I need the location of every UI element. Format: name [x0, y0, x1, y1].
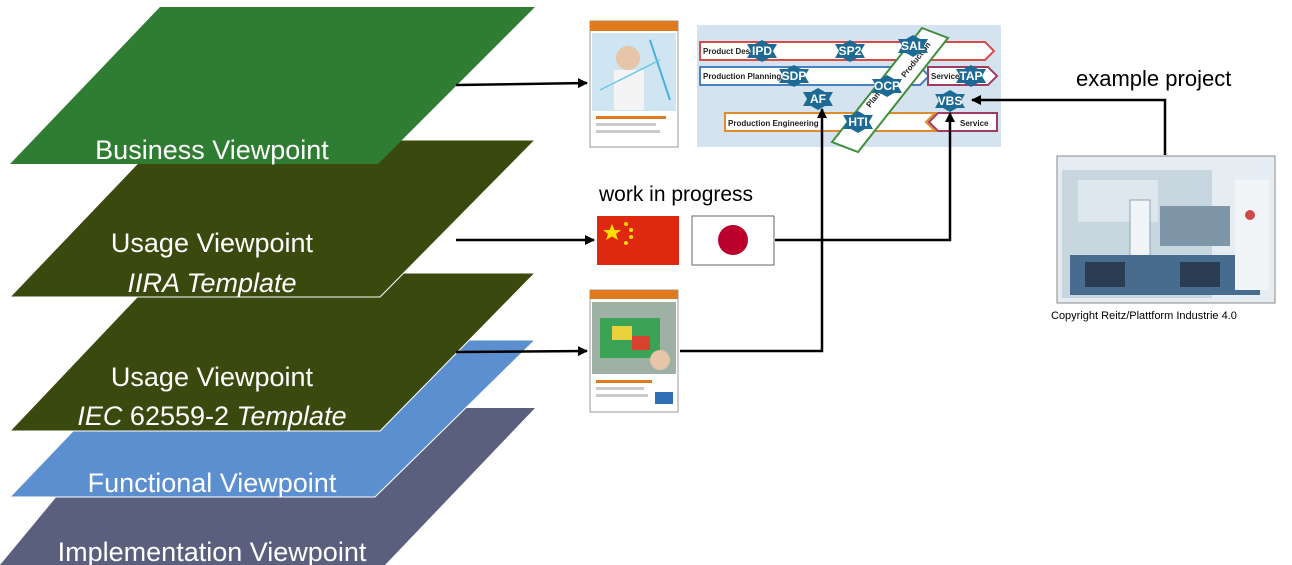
- star-sdp: SDP: [779, 65, 809, 87]
- star-ipd: IPD: [747, 40, 777, 62]
- lane-product-design: Product Design: [703, 47, 762, 56]
- implementation-viewpoint-label: Implementation Viewpoint: [58, 537, 367, 565]
- brochure-iec-image: [589, 289, 679, 413]
- arrow-iec-to-brochure: [455, 346, 588, 357]
- business-viewpoint-label: Business Viewpoint: [95, 135, 329, 165]
- example-project-caption: example project: [1076, 66, 1232, 91]
- svg-text:SP2: SP2: [839, 44, 862, 58]
- business-viewpoint-layer: Business Viewpoint: [10, 7, 535, 165]
- star-af: AF: [803, 88, 833, 110]
- usage-viewpoint-iira-layer: Usage Viewpoint IIRA Template: [8, 139, 537, 298]
- svg-text:SDP: SDP: [782, 69, 807, 83]
- work-in-progress-caption: work in progress: [599, 183, 754, 206]
- svg-text:SAL: SAL: [901, 39, 925, 53]
- lane-production-planning: Production Planning: [703, 72, 781, 81]
- star-sal: SAL: [898, 35, 928, 57]
- svg-text:IPD: IPD: [752, 44, 772, 58]
- lane-service-lower: Service: [960, 119, 989, 128]
- star-sp2: SP2: [835, 40, 865, 62]
- arrow-example-to-vbs: [971, 95, 1167, 155]
- use-case-map: Product Design Production Planning Servi…: [697, 25, 1001, 154]
- arrow-japan-to-vbs: [775, 112, 955, 242]
- arrow-iec-brochure-to-af: [680, 108, 827, 353]
- svg-text:VBS: VBS: [938, 94, 963, 108]
- usage-viewpoint-iira-template-label: IIRA Template: [127, 268, 296, 298]
- example-project-photo: [1056, 155, 1276, 304]
- arrow-business-to-brochure: [455, 78, 588, 89]
- china-flag: [597, 216, 679, 265]
- copyright-caption: Copyright Reitz/Plattform Industrie 4.0: [1051, 310, 1237, 322]
- usage-viewpoint-iec-label: Usage Viewpoint: [111, 362, 314, 392]
- star-hti: HTI: [843, 111, 873, 133]
- svg-text:TAP: TAP: [959, 69, 982, 83]
- usage-viewpoint-iec-layer: Usage Viewpoint IEC 62559-2 Template: [8, 272, 537, 432]
- brochure-business-image: [589, 20, 679, 148]
- lane-production-engineering: Production Engineering: [728, 119, 819, 128]
- star-tap: TAP: [956, 65, 986, 87]
- connector-arrows: [455, 78, 1167, 357]
- star-vbs: VBS: [935, 90, 965, 112]
- functional-viewpoint-label: Functional Viewpoint: [88, 468, 337, 498]
- japan-flag: [691, 215, 775, 266]
- star-ocp: OCP: [872, 75, 902, 97]
- svg-text:AF: AF: [810, 92, 826, 106]
- svg-text:HTI: HTI: [848, 115, 867, 129]
- usage-viewpoint-iec-template-label: IEC 62559-2 Template: [77, 401, 346, 431]
- svg-text:OCP: OCP: [874, 79, 900, 93]
- lane-service-upper: Service: [931, 72, 960, 81]
- usage-viewpoint-iira-label: Usage Viewpoint: [111, 228, 314, 258]
